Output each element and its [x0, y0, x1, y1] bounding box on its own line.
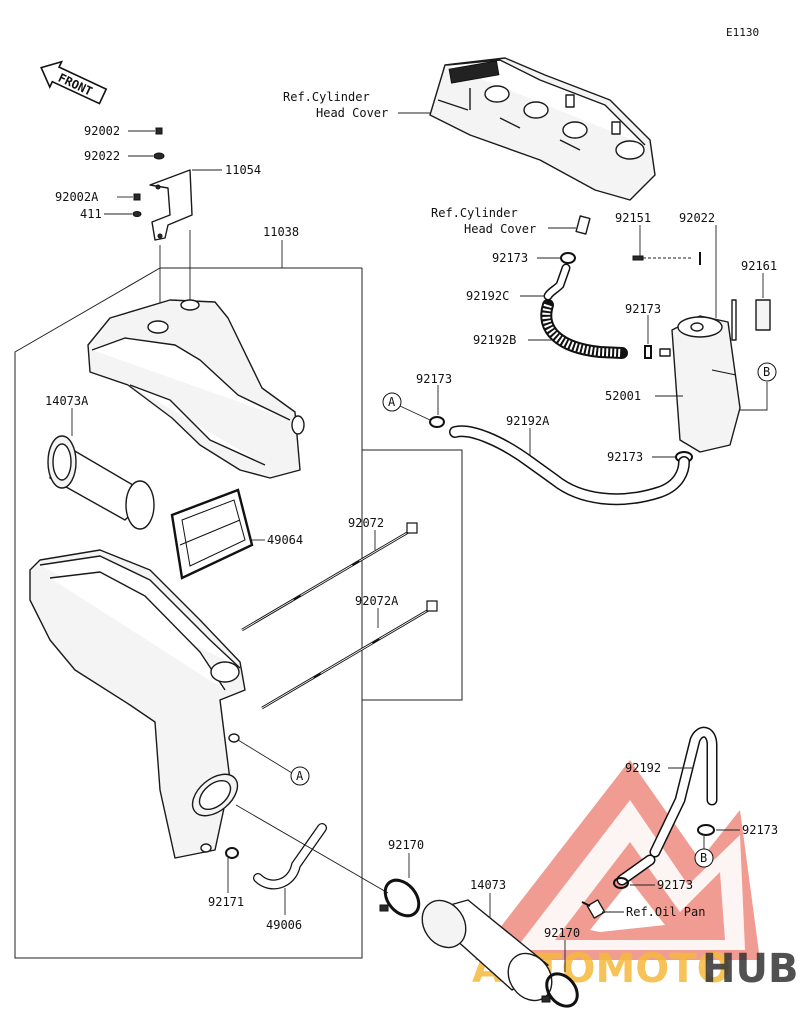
front-arrow-icon: FRONT: [40, 60, 108, 105]
marker-b-upper[interactable]: B: [763, 365, 770, 379]
callout-ref-cyl-head-cover-mid-1[interactable]: Ref.Cylinder: [431, 206, 518, 220]
spacer-92161: [755, 299, 771, 331]
part-label-92171[interactable]: 92171: [208, 895, 244, 909]
clamp-92170-a: [379, 878, 421, 918]
part-label-92002[interactable]: 92002: [84, 124, 120, 138]
clamp-92173-b: [697, 824, 715, 836]
oil-separator-52001: [671, 299, 741, 453]
part-label-92173-top[interactable]: 92173: [492, 251, 528, 265]
clamp-92171: [225, 847, 239, 859]
washer-92022: [153, 152, 165, 160]
part-label-92161[interactable]: 92161: [741, 259, 777, 273]
part-label-49006[interactable]: 49006: [266, 918, 302, 932]
part-label-92192[interactable]: 92192: [625, 761, 661, 775]
airbox-cover: [87, 299, 305, 479]
clamp-92173-a: [429, 416, 445, 428]
air-filter-14073a: [47, 435, 155, 530]
part-label-92170-b[interactable]: 92170: [544, 926, 580, 940]
part-label-92072[interactable]: 92072: [348, 516, 384, 530]
part-label-92151[interactable]: 92151: [615, 211, 651, 225]
clamp-92170-b: [541, 972, 579, 1008]
part-label-11038[interactable]: 11038: [263, 225, 299, 239]
duct-14073: [421, 899, 553, 1002]
tie-band-92072: [241, 522, 418, 632]
airbox-assembly-frame: [14, 267, 363, 959]
hose-92192b: [540, 299, 628, 359]
part-label-92173-a[interactable]: 92173: [416, 372, 452, 386]
part-label-92173-b[interactable]: 92173: [742, 823, 778, 837]
part-label-52001[interactable]: 52001: [605, 389, 641, 403]
breather-fitting: [575, 215, 591, 235]
part-label-92173-oil[interactable]: 92173: [657, 878, 693, 892]
drain-hose-49006: [253, 823, 327, 890]
clamp-92173-oil: [613, 877, 629, 889]
bolt-92151: [632, 255, 644, 261]
gasket-49064: [170, 488, 254, 580]
bracket-11054: [149, 169, 193, 241]
callout-ref-cyl-head-cover-top-1[interactable]: Ref.Cylinder: [283, 90, 370, 104]
oil-pan-fitting: [581, 899, 606, 919]
callout-ref-cyl-head-cover-top-2[interactable]: Head Cover: [316, 106, 388, 120]
part-label-92002a[interactable]: 92002A: [55, 190, 99, 204]
part-label-49064[interactable]: 49064: [267, 533, 303, 547]
tie-band-92072a: [261, 600, 438, 710]
airbox-lower: [29, 549, 246, 859]
part-label-11054[interactable]: 11054: [225, 163, 261, 177]
hose-92192a: [449, 425, 690, 506]
watermark-text-secondary: HUB: [702, 946, 798, 992]
part-label-14073a[interactable]: 14073A: [45, 394, 89, 408]
part-label-92192b[interactable]: 92192B: [473, 333, 516, 347]
marker-b-lower[interactable]: B: [700, 851, 707, 865]
hose-92192c: [543, 263, 571, 301]
clamp-92173-top: [560, 252, 576, 264]
part-label-14073[interactable]: 14073: [470, 878, 506, 892]
part-label-92170-a[interactable]: 92170: [388, 838, 424, 852]
diagram-code: E1130: [726, 26, 759, 39]
part-label-92192a[interactable]: 92192A: [506, 414, 550, 428]
callout-ref-oil-pan[interactable]: Ref.Oil Pan: [626, 905, 705, 919]
inner-frame: [362, 449, 463, 701]
marker-a-lower[interactable]: A: [296, 769, 304, 783]
part-label-92022-right[interactable]: 92022: [679, 211, 715, 225]
part-label-92173-low[interactable]: 92173: [607, 450, 643, 464]
part-label-92072a[interactable]: 92072A: [355, 594, 399, 608]
part-label-92173-mid[interactable]: 92173: [625, 302, 661, 316]
washer-411: [132, 211, 142, 217]
cylinder-head-cover: [429, 57, 656, 201]
clamp-92173-mid: [644, 345, 671, 359]
callout-ref-cyl-head-cover-mid-2[interactable]: Head Cover: [464, 222, 536, 236]
marker-a-upper[interactable]: A: [388, 395, 396, 409]
part-label-411[interactable]: 411: [80, 207, 102, 221]
bolt-92002: [155, 127, 163, 135]
part-label-92022-left[interactable]: 92022: [84, 149, 120, 163]
bolt-92002a: [133, 193, 141, 201]
part-label-92192c[interactable]: 92192C: [466, 289, 509, 303]
hose-92192: [616, 726, 718, 886]
